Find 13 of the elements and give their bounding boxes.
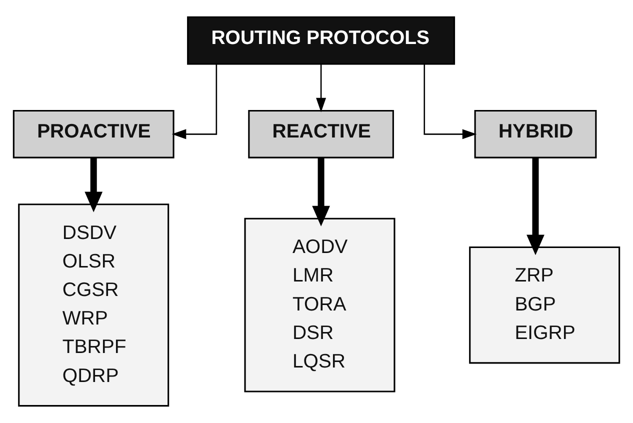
node-box: HYBRID — [474, 110, 597, 158]
arrow — [424, 64, 477, 140]
arrow — [312, 158, 330, 226]
arrow — [526, 158, 544, 256]
arrow — [172, 64, 218, 140]
arrow — [316, 64, 326, 112]
node-box: AODV LMR TORA DSR LQSR — [244, 218, 396, 392]
arrow — [84, 158, 103, 212]
node-box: PROACTIVE — [12, 110, 174, 158]
node-box: REACTIVE — [248, 110, 394, 158]
node-box: ROUTING PROTOCOLS — [187, 16, 456, 65]
node-box: DSDV OLSR CGSR WRP TBRPF QDRP — [18, 204, 170, 407]
node-box: ZRP BGP EIGRP — [469, 246, 620, 364]
